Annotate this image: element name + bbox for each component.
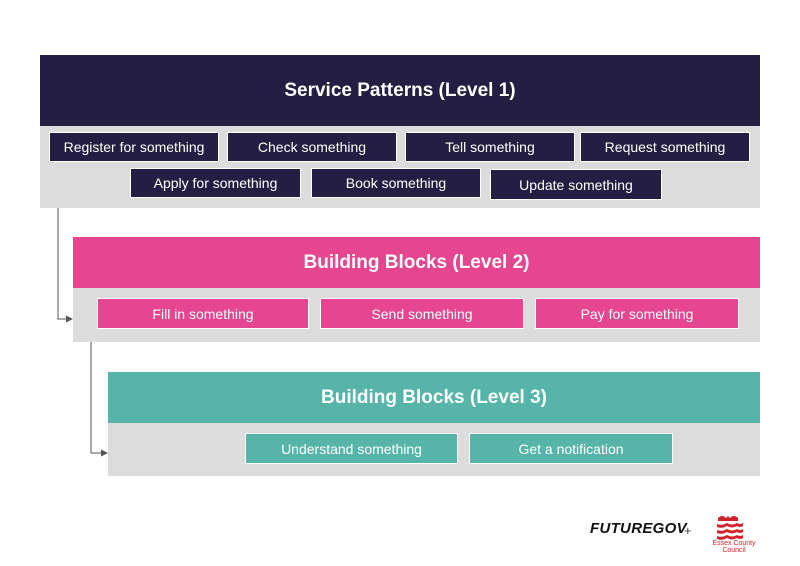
level3-header: Building Blocks (Level 3) — [108, 372, 760, 423]
futuregov-logo: FUTUREGOV — [590, 520, 687, 537]
building-blocks-level3: Building Blocks (Level 3) Understand som… — [108, 372, 760, 476]
service-patterns-level: Service Patterns (Level 1) Register for … — [40, 55, 760, 208]
essex-county-council-logo-text: Essex County Council — [712, 540, 756, 554]
essex-crest-icon — [717, 516, 743, 540]
level1-panel: Register for something Check something T… — [40, 126, 760, 208]
pattern-tell: Tell something — [405, 132, 575, 162]
block-send: Send something — [320, 298, 524, 329]
block-notification: Get a notification — [469, 433, 673, 464]
building-blocks-level2: Building Blocks (Level 2) Fill in someth… — [73, 237, 760, 342]
connector-level2-to-level3 — [90, 342, 108, 457]
plus-sign: + — [684, 523, 692, 538]
block-understand: Understand something — [245, 433, 458, 464]
level2-panel: Fill in something Send something Pay for… — [73, 288, 760, 342]
pattern-apply: Apply for something — [130, 168, 301, 198]
block-pay: Pay for something — [535, 298, 739, 329]
pattern-book: Book something — [311, 168, 481, 198]
pattern-request: Request something — [580, 132, 750, 162]
connector-level1-to-level2 — [57, 208, 73, 323]
pattern-update: Update something — [490, 169, 662, 200]
block-fill-in: Fill in something — [97, 298, 309, 329]
level2-header: Building Blocks (Level 2) — [73, 237, 760, 288]
level3-panel: Understand something Get a notification — [108, 423, 760, 476]
pattern-check: Check something — [227, 132, 397, 162]
pattern-register: Register for something — [49, 132, 219, 162]
level1-header: Service Patterns (Level 1) — [40, 55, 760, 126]
